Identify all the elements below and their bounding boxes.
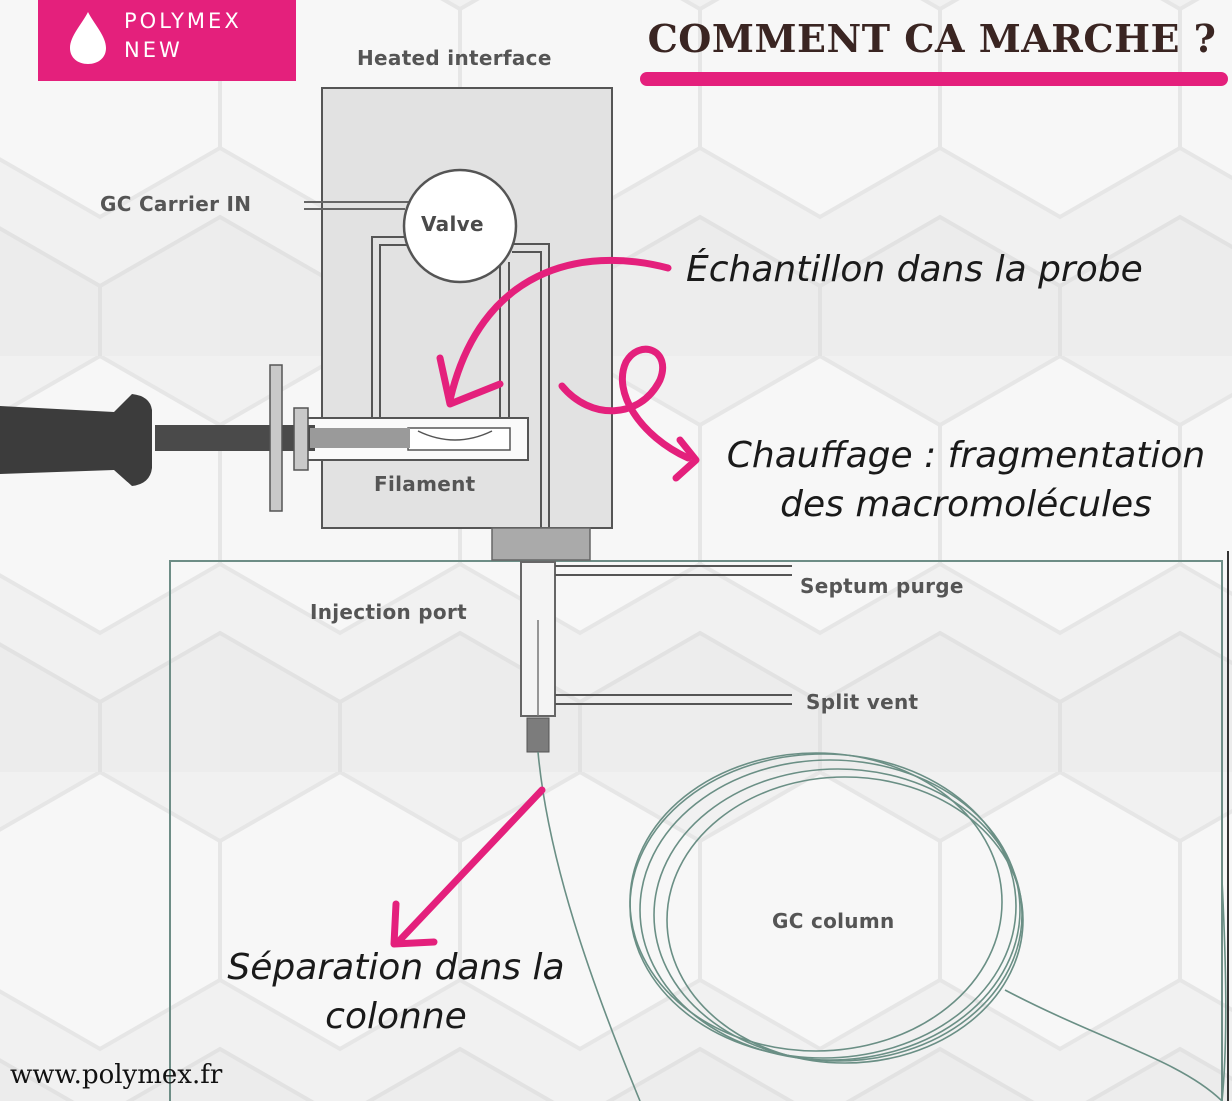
annotation-arrows bbox=[390, 256, 700, 948]
label-gc-carrier-in: GC Carrier IN bbox=[100, 192, 252, 216]
website-link[interactable]: www.polymex.fr bbox=[10, 1060, 223, 1090]
arrow-heating bbox=[558, 345, 692, 462]
valve-circle bbox=[402, 168, 518, 284]
label-valve: Valve bbox=[421, 212, 484, 236]
gc-oven-outline bbox=[169, 551, 1229, 1101]
page-title: COMMENT CA MARCHE ? bbox=[647, 16, 1217, 61]
internal-tubing bbox=[371, 236, 550, 528]
annotation-separation: Séparation dans la colonne bbox=[196, 944, 596, 1041]
label-heated-interface: Heated interface bbox=[357, 46, 552, 70]
arrow-sample-head bbox=[436, 354, 504, 408]
probe-shaft bbox=[310, 428, 410, 448]
column-nut bbox=[526, 717, 550, 753]
arrow-separation bbox=[396, 786, 546, 944]
interface-connector bbox=[491, 527, 591, 561]
annotation-heating: Chauffage : fragmentation des macromoléc… bbox=[706, 432, 1226, 529]
droplet-icon bbox=[70, 12, 106, 64]
polymex-logo[interactable]: POLYMEX NEW bbox=[38, 0, 296, 81]
title-underline bbox=[640, 72, 1228, 86]
annotation-heating-line2: des macromolécules bbox=[780, 483, 1152, 525]
label-septum-purge: Septum purge bbox=[800, 574, 964, 598]
arrow-heating-head bbox=[672, 436, 700, 482]
filament-cartridge bbox=[407, 427, 511, 451]
label-split-vent: Split vent bbox=[806, 690, 919, 714]
heated-interface-box bbox=[321, 87, 613, 529]
probe-handle bbox=[0, 394, 152, 486]
annotation-sample: Échantillon dans la probe bbox=[686, 246, 1143, 295]
annotation-heating-line1: Chauffage : fragmentation bbox=[726, 435, 1206, 476]
logo-text-new: NEW bbox=[124, 38, 183, 62]
vent-lines bbox=[555, 565, 792, 705]
label-filament: Filament bbox=[374, 472, 476, 496]
filament-coil bbox=[417, 430, 493, 441]
gc-column-coil bbox=[537, 751, 1227, 1101]
annotation-separation-line1: Séparation dans la bbox=[227, 947, 565, 988]
probe-collar bbox=[293, 407, 309, 471]
annotation-sample-text: Échantillon dans la probe bbox=[686, 249, 1143, 290]
label-gc-column: GC column bbox=[772, 909, 895, 933]
arrow-separation-head bbox=[390, 900, 438, 948]
probe-rod bbox=[155, 425, 315, 451]
annotation-separation-line2: colonne bbox=[325, 995, 467, 1037]
carrier-gas-line bbox=[304, 201, 410, 210]
arrow-sample bbox=[446, 256, 672, 404]
logo-text-polymex: POLYMEX bbox=[124, 9, 242, 33]
label-injection-port: Injection port bbox=[310, 600, 467, 624]
probe-flange bbox=[269, 364, 283, 512]
